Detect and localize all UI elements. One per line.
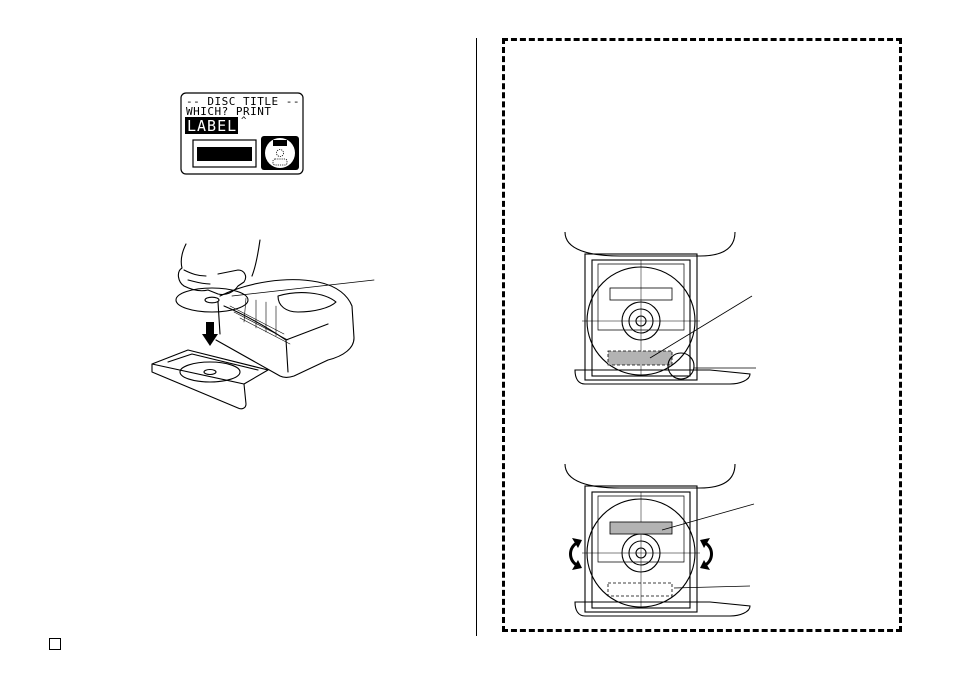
tray-diagram-before	[564, 231, 756, 385]
down-arrow-icon	[202, 322, 218, 346]
page-marker	[49, 638, 61, 650]
lcd-prompt: WHICH? PRINT	[186, 105, 271, 118]
cd-disc	[175, 287, 249, 313]
lcd-title: -- DISC TITLE --	[186, 95, 300, 108]
rotate-left-icon	[569, 538, 582, 570]
disc-insertion-illustration	[151, 239, 375, 410]
dashed-panel	[502, 38, 902, 632]
lcd-display: -- DISC TITLE -- WHICH? PRINT LABEL2 ^	[180, 92, 304, 175]
lcd-selection-highlight	[185, 117, 238, 134]
disc-icon	[261, 136, 299, 170]
column-divider	[476, 38, 477, 636]
tray-diagram-rotate	[564, 463, 755, 617]
lcd-selected-label: LABEL2	[187, 117, 247, 135]
rotate-right-icon	[700, 538, 713, 570]
label-area-shaded	[607, 350, 673, 366]
label-area-shaded	[609, 521, 673, 535]
svg-text:^: ^	[241, 116, 247, 126]
